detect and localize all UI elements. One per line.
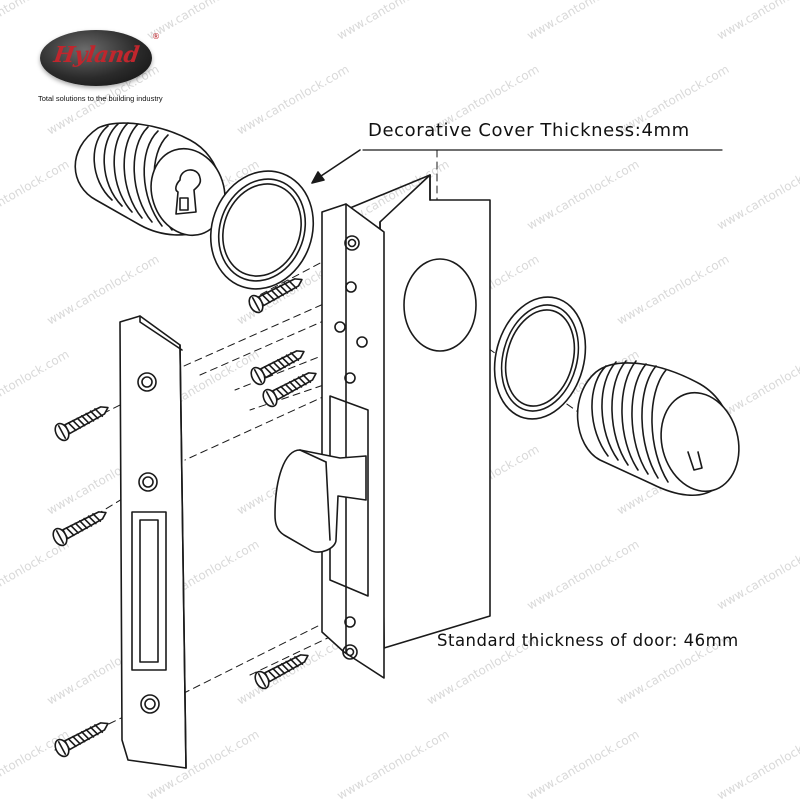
watermark-text: www.cantonlock.com [715, 0, 800, 43]
watermark-text: www.cantonlock.com [335, 0, 452, 43]
logo-tagline: Total solutions to the building industry [38, 94, 163, 103]
cover-thickness-label: Decorative Cover Thickness:4mm [368, 120, 690, 141]
watermark-text: www.cantonlock.com [525, 537, 642, 613]
screw-icon [52, 400, 112, 443]
watermark-text: www.cantonlock.com [0, 727, 72, 800]
watermark-text: www.cantonlock.com [525, 727, 642, 800]
watermark-text: www.cantonlock.com [335, 727, 452, 800]
watermark-text: www.cantonlock.com [715, 727, 800, 800]
watermark-text: www.cantonlock.com [715, 537, 800, 613]
watermark-text: www.cantonlock.com [45, 252, 162, 328]
registered-mark: ® [152, 32, 160, 41]
watermark-text: www.cantonlock.com [615, 252, 732, 328]
lock-faceplate [322, 204, 384, 678]
cylinder-right [578, 361, 750, 500]
watermark-text: www.cantonlock.com [715, 157, 800, 233]
door-thickness-label: Standard thickness of door: 46mm [437, 631, 739, 650]
logo-wordmark: Hyland [52, 42, 140, 68]
watermark-text: www.cantonlock.com [0, 347, 72, 423]
brand-logo: Hyland ® Total solutions to the building… [38, 30, 188, 110]
watermark-text: www.cantonlock.com [0, 537, 72, 613]
watermark-text: www.cantonlock.com [0, 157, 72, 233]
watermark-text: www.cantonlock.com [525, 157, 642, 233]
watermark-text: www.cantonlock.com [525, 0, 642, 43]
watermark-text: www.cantonlock.com [235, 62, 352, 138]
cover-callout-arrow [312, 150, 722, 183]
strike-plate [120, 316, 186, 768]
